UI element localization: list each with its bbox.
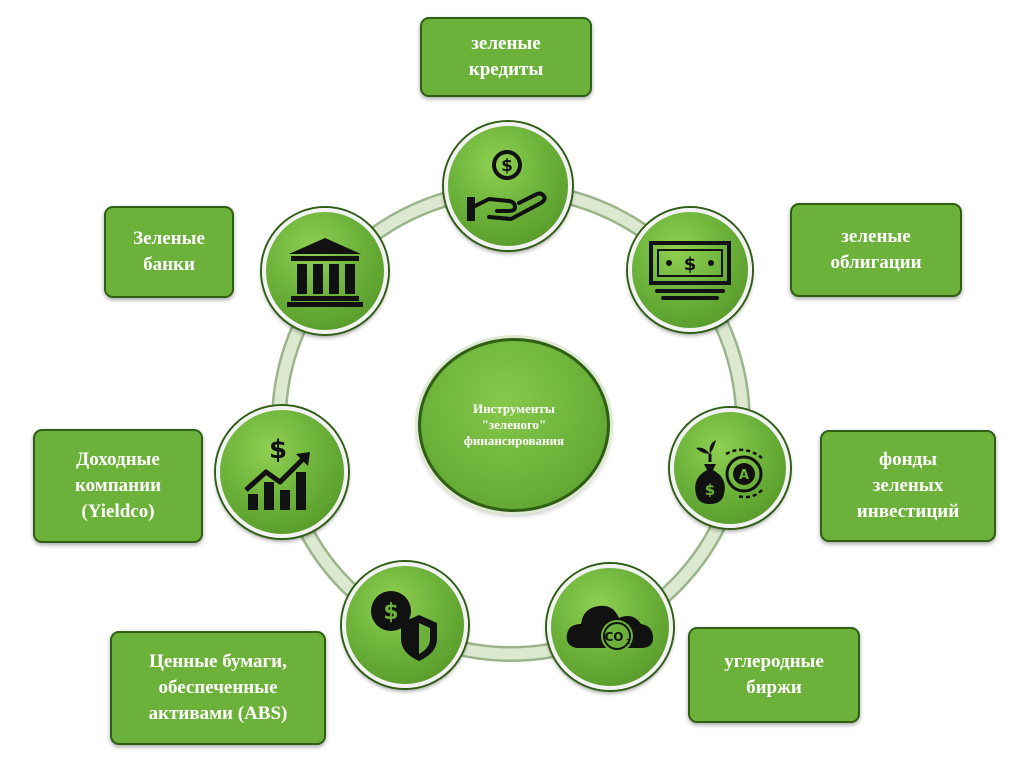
svg-text:CO: CO (604, 630, 623, 644)
label-yieldco: Доходные компании (Yieldco) (33, 429, 203, 543)
co2-cloud-icon: CO 2 (566, 605, 653, 652)
label-carbon-exchanges: углеродные биржи (688, 627, 860, 723)
node-yieldco: $ (216, 406, 348, 538)
node-green-funds: $ A (670, 408, 790, 528)
banknote-icon: $ (649, 241, 731, 300)
growth-chart-icon: $ (244, 435, 310, 510)
svg-text:$: $ (501, 156, 513, 176)
center-title: Инструменты "зеленого" финансирования (463, 401, 565, 448)
svg-text:$: $ (383, 600, 398, 625)
label-green-bonds: зеленые облигации (790, 203, 962, 297)
label-green-funds: фонды зеленых инвестиций (820, 430, 996, 542)
bank-icon (287, 238, 363, 307)
svg-text:$: $ (684, 254, 697, 275)
label-abs: Ценные бумаги, обеспеченные активами (AB… (110, 631, 326, 745)
label-green-loans: зеленые кредиты (420, 17, 592, 97)
node-carbon-exchanges: CO 2 (547, 564, 673, 690)
node-green-loans: $ (444, 122, 572, 250)
label-green-banks: Зеленые банки (104, 206, 234, 298)
hand-dollar-icon: $ (467, 150, 547, 221)
node-green-bonds: $ (628, 208, 752, 332)
svg-text:A: A (739, 468, 749, 483)
svg-text:$: $ (705, 481, 715, 499)
svg-text:2: 2 (626, 638, 631, 646)
dollar-shield-icon: $ (371, 591, 437, 661)
node-abs: $ (342, 562, 468, 688)
svg-text:$: $ (269, 435, 287, 465)
center-hub: Инструменты "зеленого" финансирования (418, 338, 610, 512)
node-green-banks (262, 208, 388, 334)
money-bag-plant-icon: $ A (695, 440, 763, 504)
